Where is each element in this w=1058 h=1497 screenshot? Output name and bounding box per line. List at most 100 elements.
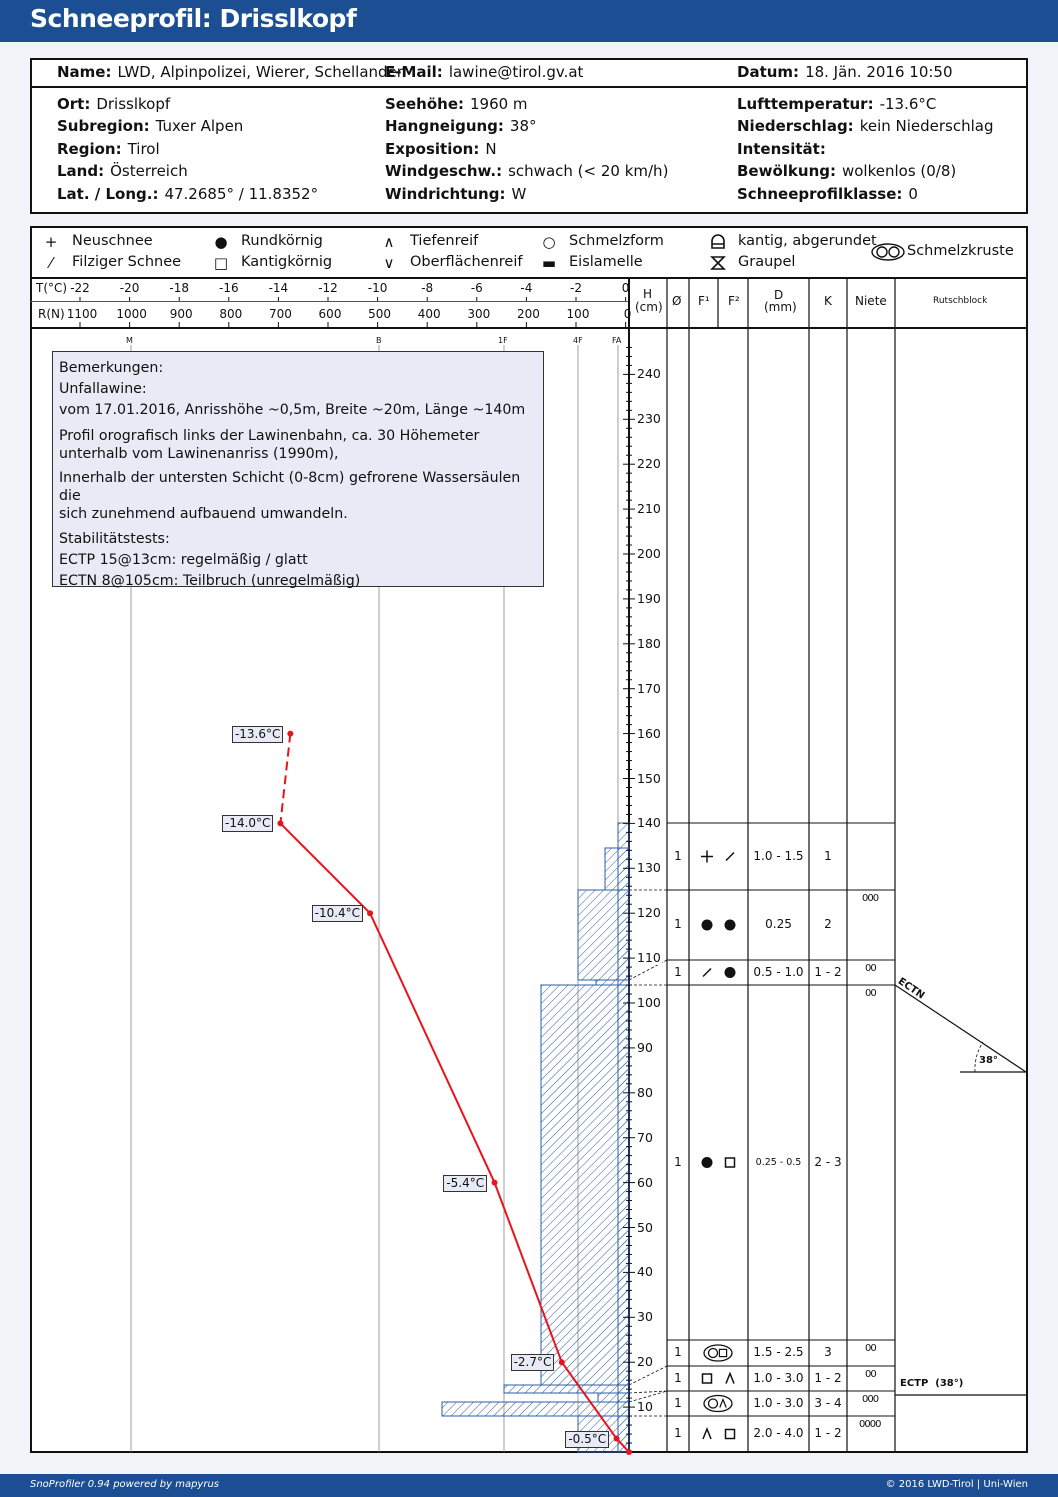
r-tick-label: 100 [566, 307, 590, 321]
hardness-profile [441, 822, 630, 1453]
layer-niete: 0000 [859, 1419, 881, 1430]
height-tick-label: 100 [636, 995, 662, 1010]
height-tick-label: 30 [636, 1309, 654, 1325]
temperature-point [613, 1435, 620, 1442]
layer-niete: 000 [862, 1394, 879, 1405]
kantigkoernig-icon: □ [213, 254, 229, 272]
r-tick-label: 1100 [66, 307, 98, 321]
graupel-icon [710, 256, 726, 270]
r-tick-label: 500 [368, 307, 392, 321]
t-tick-label: -16 [218, 281, 239, 295]
t-tick-label: -10 [367, 281, 388, 295]
r-tick-label: 1000 [116, 307, 147, 321]
rundkoernig-icon [724, 967, 736, 978]
remarks-line: Stabilitätstests: [59, 531, 170, 547]
layer-oe: 1 [674, 848, 682, 863]
neuschnee-icon [701, 850, 713, 863]
r-tick-label: 800 [219, 307, 243, 321]
kantigkoernig-icon [701, 1373, 713, 1384]
layer-k: 1 - 2 [814, 1426, 842, 1440]
layer-d: 0.5 - 1.0 [753, 964, 804, 979]
temperature-segment [560, 1361, 618, 1440]
height-ticks [623, 346, 635, 1444]
height-tick-label: 110 [636, 950, 662, 966]
t-tick-label: -22 [70, 281, 90, 295]
footer-right: © 2016 LWD-Tirol | Uni-Wien [885, 1479, 1028, 1490]
height-tick-label: 230 [636, 411, 662, 427]
temperature-label: -2.7°C [510, 1354, 555, 1372]
ectn-annotation [894, 984, 1027, 1073]
h-col-label: H [643, 287, 653, 301]
layer-oe: 1 [674, 917, 682, 931]
t-tick-label: -8 [421, 281, 434, 295]
temperature-point [287, 730, 294, 737]
temperature-label: -5.4°C [443, 1174, 488, 1192]
header-mid-line [30, 301, 630, 302]
height-tick-label: 50 [636, 1219, 654, 1235]
rundkoernig-icon [701, 919, 713, 931]
hardness-layer-4 [540, 984, 630, 1386]
temperature-label: -10.4°C [311, 905, 364, 923]
field-latlong: Lat. / Long.:47.2685° / 11.8352° [57, 185, 319, 203]
layer-niete: 00 [865, 963, 877, 974]
header-top-line [30, 277, 1028, 279]
temperature-point [626, 1449, 632, 1455]
hardness-layer-5 [503, 1384, 630, 1394]
remarks-line: Profil orografisch links der Lawinenbahn… [59, 428, 480, 444]
remarks-box: Bemerkungen: Unfallawine: vom 17.01.2016… [52, 351, 544, 589]
col-f1: F¹ [698, 294, 710, 308]
filziger-icon [725, 851, 735, 862]
layer-d: 1.0 - 3.0 [753, 1395, 804, 1410]
layer-niete: 000 [862, 893, 879, 904]
tiefenreif-icon [719, 1397, 727, 1408]
t-tick-label: -12 [318, 281, 338, 295]
field-seehoehe: Seehöhe:1960 m [385, 95, 528, 113]
height-tick-label: 130 [636, 860, 662, 876]
legend-filziger: Filziger Schnee [72, 254, 182, 270]
field-exposition: Exposition:N [385, 140, 497, 158]
layer-connectors [628, 889, 668, 1417]
rundkoernig-icon [724, 919, 736, 931]
field-niederschlag: Niederschlag:kein Niederschlag [737, 117, 994, 135]
remarks-line: ECTN 8@105cm: Teilbruch (unregelmäßig) [59, 573, 361, 589]
hardness-label-1f: 1F [498, 336, 508, 345]
temperature-profile [277, 730, 632, 1455]
field-lufttemperatur: Lufttemperatur:-13.6°C [737, 95, 937, 113]
kantigkoernig-icon [724, 1428, 736, 1440]
hardness-layer-2 [577, 889, 630, 981]
col-k: K [824, 294, 832, 308]
height-tick-label: 240 [636, 366, 662, 382]
layer-d: 1.0 - 3.0 [753, 1370, 804, 1385]
field-region: Region:Tirol [57, 140, 160, 158]
ectp-label: ECTP (38°) [900, 1378, 964, 1389]
legend-kantig-abgerundet: kantig, abgerundet [738, 233, 877, 249]
remarks-line: sich zunehmend aufbauend umwandeln. [59, 506, 348, 522]
field-email: E-Mail:lawine@tirol.gv.at [385, 63, 584, 81]
layer-oe: 1 [674, 1154, 682, 1169]
layer-d: 2.0 - 4.0 [753, 1426, 804, 1440]
legend-oberflaechenreif: Oberflächenreif [410, 254, 523, 270]
r-tick-label: 700 [268, 307, 292, 321]
t-tick-label: -14 [268, 281, 289, 295]
height-tick-label: 80 [636, 1084, 654, 1100]
remarks-p3: Innerhalb der untersten Schicht (0-8cm) … [59, 469, 537, 523]
hardness-layer-6 [597, 1392, 630, 1403]
rundkoernig-icon: ● [214, 233, 228, 251]
r-tick-label: 0 [623, 307, 632, 321]
layer-k: 2 - 3 [814, 1154, 842, 1169]
layer-oe: 1 [674, 1426, 682, 1440]
legend-tiefenreif: Tiefenreif [410, 233, 479, 249]
t-tick-label: -2 [570, 281, 582, 295]
hardness-layer-7 [441, 1401, 630, 1417]
col-oe: Ø [672, 294, 682, 308]
layer-d: 0.25 - 0.5 [755, 1156, 802, 1168]
r-axis-label: R(N) [38, 307, 65, 321]
meta-divider [32, 86, 1026, 88]
eislamelle-icon: ▬ [541, 254, 557, 272]
height-tick-label: 220 [636, 456, 662, 472]
height-tick-label: 40 [636, 1264, 654, 1280]
col-rutschblock: Rutschblock [933, 296, 988, 306]
temperature-segment [279, 733, 292, 824]
header-bottom-line [30, 327, 1028, 329]
